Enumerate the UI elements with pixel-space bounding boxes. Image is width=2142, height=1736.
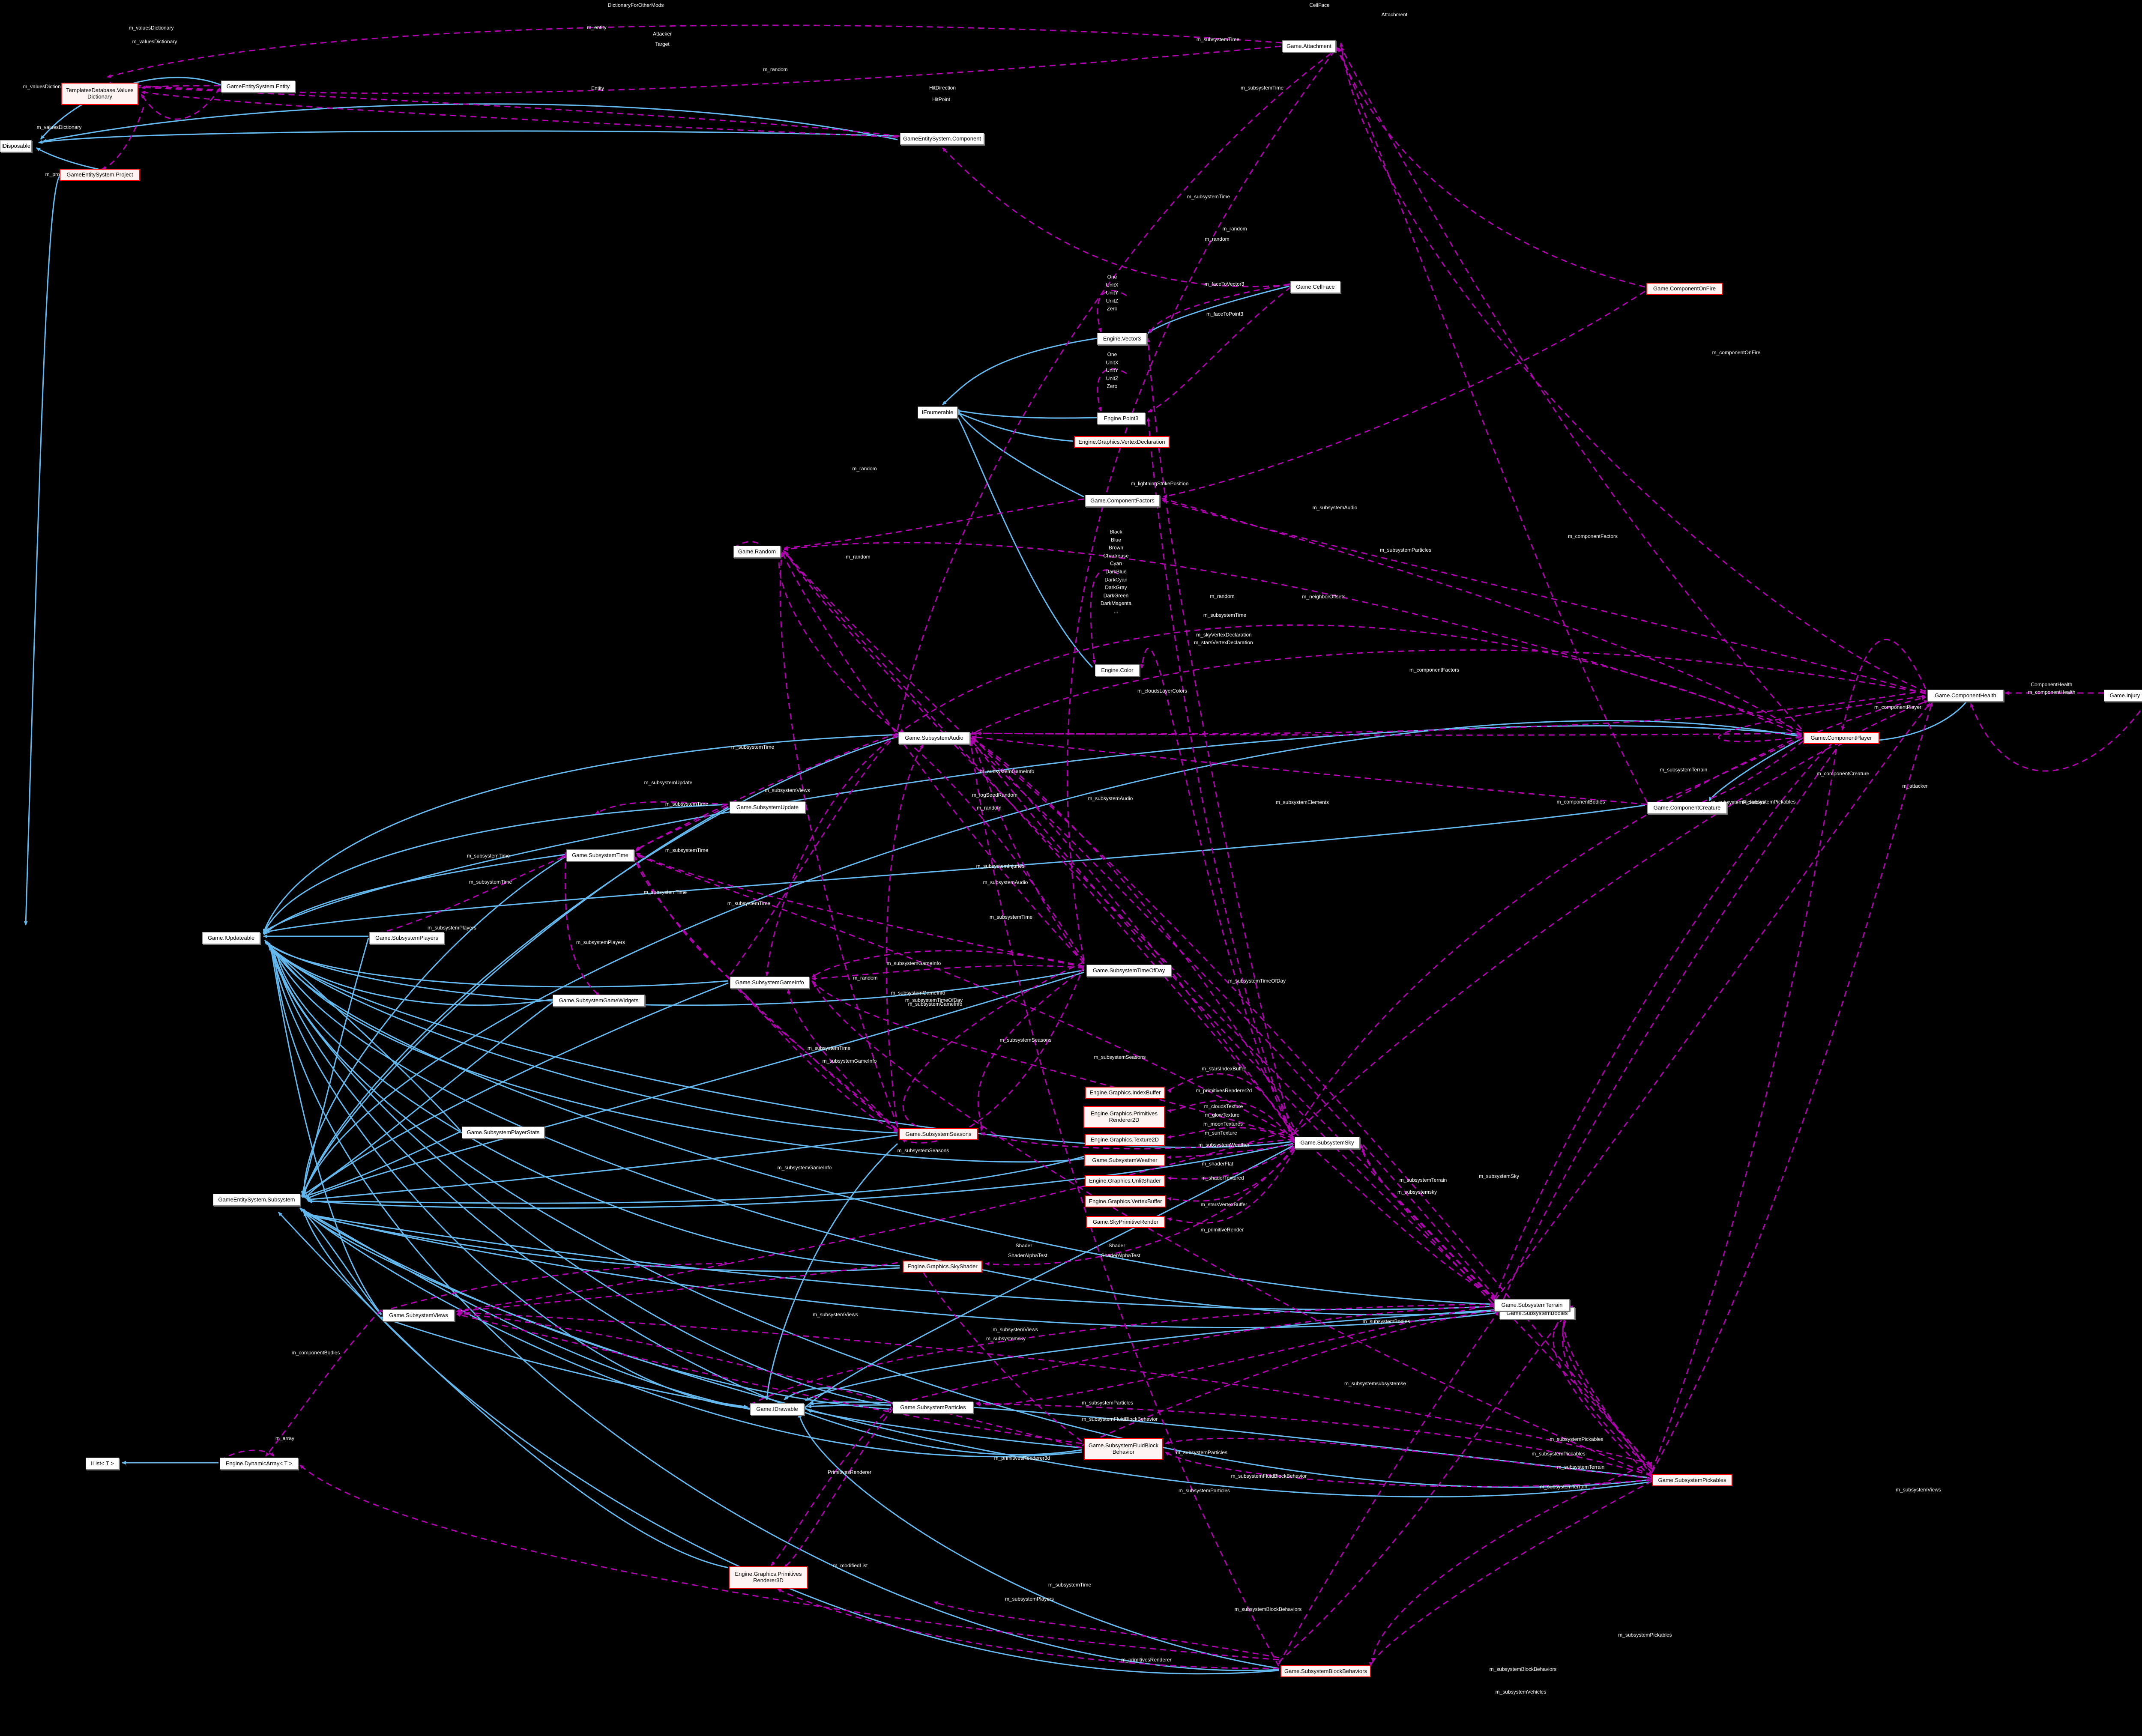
graph-node-ilist_t[interactable]: IList< T > — [86, 1458, 119, 1470]
graph-node-ienumerable[interactable]: IEnumerable — [918, 406, 957, 418]
graph-node-engine_primrenderer3d[interactable]: Engine.Graphics.Primitives Renderer3D — [729, 1566, 808, 1589]
graph-node-engine_indexbuffer[interactable]: Engine.Graphics.IndexBuffer — [1085, 1087, 1165, 1099]
graph-node-game_subsystemterrain[interactable]: Game.SubsystemTerrain — [1494, 1299, 1570, 1311]
graph-node-game_subsystemseasons[interactable]: Game.SubsystemSeasons — [899, 1128, 978, 1140]
graph-node-ges_component[interactable]: GameEntitySystem.Component — [900, 133, 984, 145]
graph-node-tmpl_values_dict[interactable]: TemplatesDatabase.Values Dictionary — [61, 83, 138, 105]
graph-node-ges_subsystem[interactable]: GameEntitySystem.Subsystem — [213, 1194, 300, 1206]
graph-node-idisposable[interactable]: IDisposable — [0, 140, 32, 152]
graph-node-game_iupdateable[interactable]: Game.IUpdateable — [202, 932, 260, 944]
graph-node-game_subsystemaudio[interactable]: Game.SubsystemAudio — [898, 732, 970, 744]
graph-node-game_subsystemplayers[interactable]: Game.SubsystemPlayers — [369, 932, 444, 944]
graph-node-game_subsystemblockbehaviors[interactable]: Game.SubsystemBlockBehaviors — [1280, 1665, 1371, 1677]
graph-node-game_componentcreature[interactable]: Game.ComponentCreature — [1647, 802, 1727, 814]
graph-node-game_injury[interactable]: Game.Injury — [2104, 690, 2142, 702]
graph-node-game_componentfactors[interactable]: Game.ComponentFactors — [1085, 495, 1160, 507]
graph-node-engine_point3[interactable]: Engine.Point3 — [1097, 412, 1145, 424]
graph-node-game_random[interactable]: Game.Random — [733, 546, 781, 558]
graph-node-game_subsystemfluidblockbehavior[interactable]: Game.SubsystemFluidBlock Behavior — [1084, 1438, 1163, 1460]
graph-node-engine_vertexbuffer[interactable]: Engine.Graphics.VertexBuffer — [1085, 1195, 1166, 1207]
graph-node-engine_texture2d[interactable]: Engine.Graphics.Texture2D — [1085, 1134, 1165, 1146]
graph-node-game_componentonfire[interactable]: Game.ComponentOnFire — [1646, 283, 1723, 295]
graph-node-game_subsystemgameinfo[interactable]: Game.SubsystemGameInfo — [730, 977, 809, 989]
graph-node-game_attachment[interactable]: Game.Attachment — [1282, 40, 1336, 52]
graph-node-engine_vertexdecl[interactable]: Engine.Graphics.VertexDeclaration — [1074, 436, 1170, 448]
graph-node-engine_unlitshader[interactable]: Engine.Graphics.UnlitShader — [1085, 1175, 1165, 1187]
graph-node-game_subsystemplayerstats[interactable]: Game.SubsystemPlayerStats — [462, 1126, 544, 1138]
usage-edges — [102, 24, 2142, 1669]
graph-node-game_componentplayer[interactable]: Game.ComponentPlayer — [1803, 732, 1879, 744]
graph-node-game_subsystemparticles[interactable]: Game.SubsystemParticles — [893, 1401, 973, 1413]
graph-node-game_componenthealth[interactable]: Game.ComponentHealth — [1927, 690, 2004, 702]
graph-node-game_subsystempickables[interactable]: Game.SubsystemPickables — [1652, 1474, 1732, 1486]
graph-node-game_subsystemtime[interactable]: Game.SubsystemTime — [566, 849, 634, 861]
graph-node-ges_project[interactable]: GameEntitySystem.Project — [60, 169, 140, 181]
graph-node-ges_entity[interactable]: GameEntitySystem.Entity — [221, 81, 295, 93]
graph-node-game_idrawable[interactable]: Game.IDrawable — [750, 1403, 804, 1415]
inheritance-edges — [24, 77, 2142, 1675]
graph-node-game_subsystemviews[interactable]: Game.SubsystemViews — [383, 1309, 455, 1321]
graph-node-game_subsystemtimeofday[interactable]: Game.SubsystemTimeOfDay — [1086, 965, 1171, 977]
graph-node-game_skyprimitiverender[interactable]: Game.SkyPrimitiveRender — [1086, 1216, 1165, 1228]
graph-node-game_subsystemupdate[interactable]: Game.SubsystemUpdate — [730, 801, 805, 813]
graph-node-engine_primrenderer2d[interactable]: Engine.Graphics.Primitives Renderer2D — [1083, 1106, 1165, 1128]
graph-node-game_subsystemweather[interactable]: Game.SubsystemWeather — [1084, 1154, 1165, 1166]
graph-node-engine_vector3[interactable]: Engine.Vector3 — [1097, 333, 1147, 345]
graph-node-game_subsystemgamewidgets[interactable]: Game.SubsystemGameWidgets — [553, 995, 645, 1007]
graph-node-game_cellface[interactable]: Game.CellFace — [1290, 281, 1340, 293]
graph-node-game_subsystemsky[interactable]: Game.SubsystemSky — [1295, 1137, 1360, 1149]
graph-node-engine_color[interactable]: Engine.Color — [1095, 664, 1140, 676]
graph-node-engine_dynamicarray[interactable]: Engine.DynamicArray< T > — [220, 1458, 298, 1470]
graph-node-engine_skyshader[interactable]: Engine.Graphics.SkyShader — [903, 1261, 982, 1273]
